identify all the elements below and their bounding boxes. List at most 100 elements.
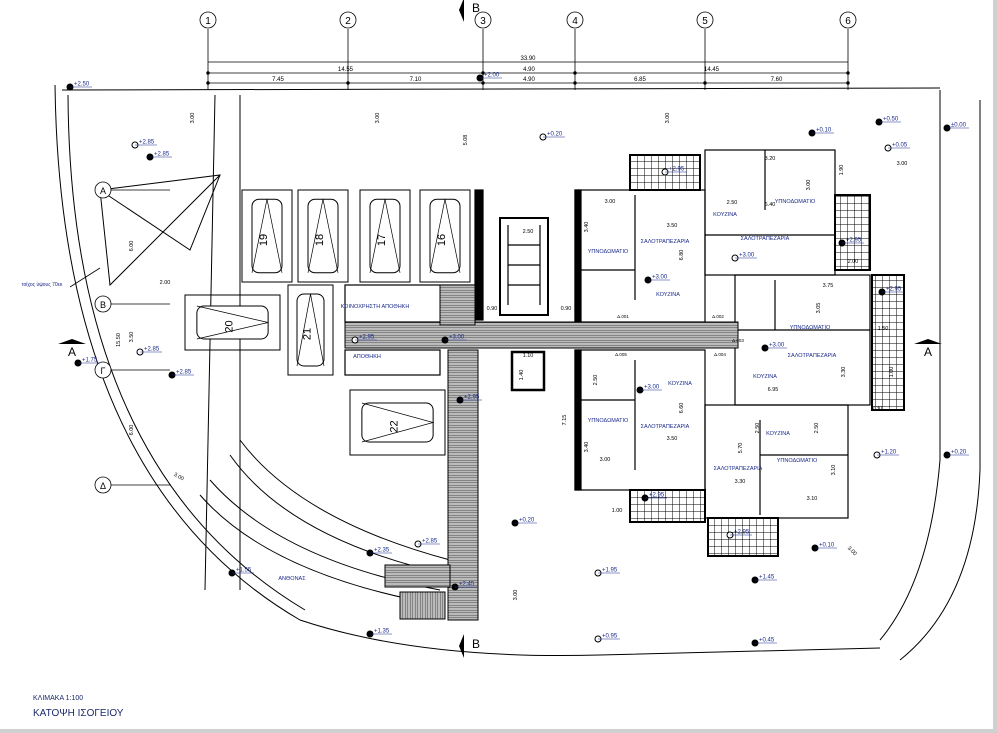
level-text: +3.00 <box>739 253 755 259</box>
car-icon-lines <box>251 199 283 273</box>
dimension-text: 7.15 <box>562 415 568 426</box>
parking-space <box>287 284 334 376</box>
drawing-title: ΚΑΤΟΨΗ ΙΣΟΓΕΙΟΥ <box>33 708 124 719</box>
door-tag: Δ.001 <box>617 314 629 319</box>
dimension-text: 3.40 <box>584 442 590 453</box>
door-tag: Δ.003 <box>732 338 744 343</box>
car-icon-lines <box>296 293 325 367</box>
dimension-text: 6.00 <box>129 241 135 252</box>
level-text: +2.85 <box>144 347 160 353</box>
level-text: +0.05 <box>892 143 908 149</box>
level-text: +2.95 <box>886 287 902 293</box>
level-text: +2.95 <box>359 335 375 341</box>
scale-label: ΚΛΙΜΑΚΑ 1:100 <box>33 695 84 702</box>
room-label: ΥΠΝΟΔΩΜΑΤΙΟ <box>588 249 629 255</box>
parking-number: 16 <box>436 234 448 246</box>
room-label: ΚΟΥΖΙΝΑ <box>656 292 680 298</box>
grid-axis-bubble <box>339 11 357 29</box>
parking-number: 22 <box>389 420 401 432</box>
room-label: ΣΑΛΟΤΡΑΠΕΖΑΡΙΑ <box>641 424 690 430</box>
dimension-text: 3.00 <box>600 457 611 463</box>
parking-space <box>349 389 446 456</box>
dimension-text: 3.00 <box>806 180 812 191</box>
grid-axis-bubble <box>199 11 217 29</box>
level-text: +1.95 <box>602 568 618 574</box>
grid-axis-bubble <box>839 11 857 29</box>
door-tag: Δ.005 <box>615 352 627 357</box>
parking-space <box>241 189 293 283</box>
grid-axis-label: Γ <box>101 366 106 376</box>
car-icon-lines <box>429 199 461 273</box>
dimension-text: 3.05 <box>816 303 822 314</box>
dimension-text: 6.00 <box>129 425 135 436</box>
grid-axis-label: 1 <box>205 16 211 27</box>
level-text: +0.20 <box>547 132 563 138</box>
level-text: +3.00 <box>644 385 660 391</box>
level-text: +1.45 <box>759 575 775 581</box>
dimension-text: 4.90 <box>523 67 535 73</box>
dimension-text: 0.90 <box>487 306 498 312</box>
dimension-text: 3.00 <box>605 199 616 205</box>
parking-number: 18 <box>314 234 326 246</box>
dimension-text: 6.80 <box>679 250 685 261</box>
dimension-tick <box>846 71 850 75</box>
dimension-text: 3.10 <box>807 496 818 502</box>
dimension-text: 2.30 <box>872 406 883 412</box>
dimension-text: 2.50 <box>523 229 534 235</box>
level-text: +2.85 <box>139 140 155 146</box>
room-label: ΥΠΝΟΔΩΜΑΤΙΟ <box>588 418 629 424</box>
dimension-text: 1.40 <box>519 370 525 381</box>
level-text: +0.20 <box>951 450 967 456</box>
level-text: +2.95 <box>734 530 750 536</box>
dimension-text: 2.00 <box>160 280 171 286</box>
room-label: ΣΑΛΟΤΡΑΠΕΖΑΡΙΑ <box>788 353 837 359</box>
dimension-text: 3.20 <box>765 156 776 162</box>
section-arrow-icon <box>914 339 942 344</box>
level-text: +0.95 <box>602 634 618 640</box>
dimension-text: 5.08 <box>463 135 469 146</box>
grid-axis-bubble <box>94 476 112 494</box>
level-text: +1.75 <box>82 358 98 364</box>
dimension-text: 3.30 <box>841 367 847 378</box>
section-arrow-icon <box>459 634 464 658</box>
car-icon-lines <box>196 305 269 340</box>
room-label: ΚΟΙΝΟΧΡΗΣΤΗ ΑΠΟΘΗΚΗ <box>341 304 410 310</box>
level-text: +2.50 <box>74 82 90 88</box>
parking-number: 21 <box>302 328 314 340</box>
wall-note: τοίχος ύψους 70εκ <box>22 281 63 288</box>
dimension-text: 6.60 <box>679 403 685 414</box>
level-text: +0.20 <box>519 518 535 524</box>
door-tag: Δ.002 <box>712 314 724 319</box>
dimension-text: 3.30 <box>735 479 746 485</box>
grid-axis-label: 3 <box>480 16 486 27</box>
dimension-text: 3.50 <box>129 332 135 343</box>
corridor-hatched <box>344 284 739 621</box>
dimension-tick <box>206 81 210 85</box>
room-label: ΑΠΟΘΗΚΗ <box>353 354 381 360</box>
dimension-text: 14.45 <box>704 67 720 73</box>
dimension-text: 7.10 <box>410 77 422 83</box>
dimension-text: 1.50 <box>878 326 889 332</box>
level-text: +2.95 <box>464 395 480 401</box>
parking-space <box>359 189 411 283</box>
grid-axis-bubble <box>696 11 714 29</box>
level-text: +2.95 <box>649 493 665 499</box>
dimension-text: 3.00 <box>846 545 858 557</box>
grid-axis-label: Α <box>100 186 106 196</box>
parking-space <box>297 189 349 283</box>
car-icon-lines <box>307 199 339 273</box>
dimension-text: 5.70 <box>738 443 744 454</box>
dimension-tick <box>703 81 707 85</box>
dimension-text: 1.10 <box>523 353 534 359</box>
grid-axis-label: 5 <box>702 16 708 27</box>
door-tag: Δ.004 <box>714 352 726 357</box>
section-mark: A <box>924 345 932 359</box>
parking-number: 19 <box>258 234 270 246</box>
dimension-text: 2.50 <box>814 423 820 434</box>
dimension-text: 1.00 <box>612 508 623 514</box>
dimension-text: 3.00 <box>665 113 671 124</box>
dimension-text: 3.00 <box>190 113 196 124</box>
section-arrow-icon <box>459 0 464 22</box>
dimension-tick <box>573 81 577 85</box>
dimension-text: 2.50 <box>727 200 738 206</box>
